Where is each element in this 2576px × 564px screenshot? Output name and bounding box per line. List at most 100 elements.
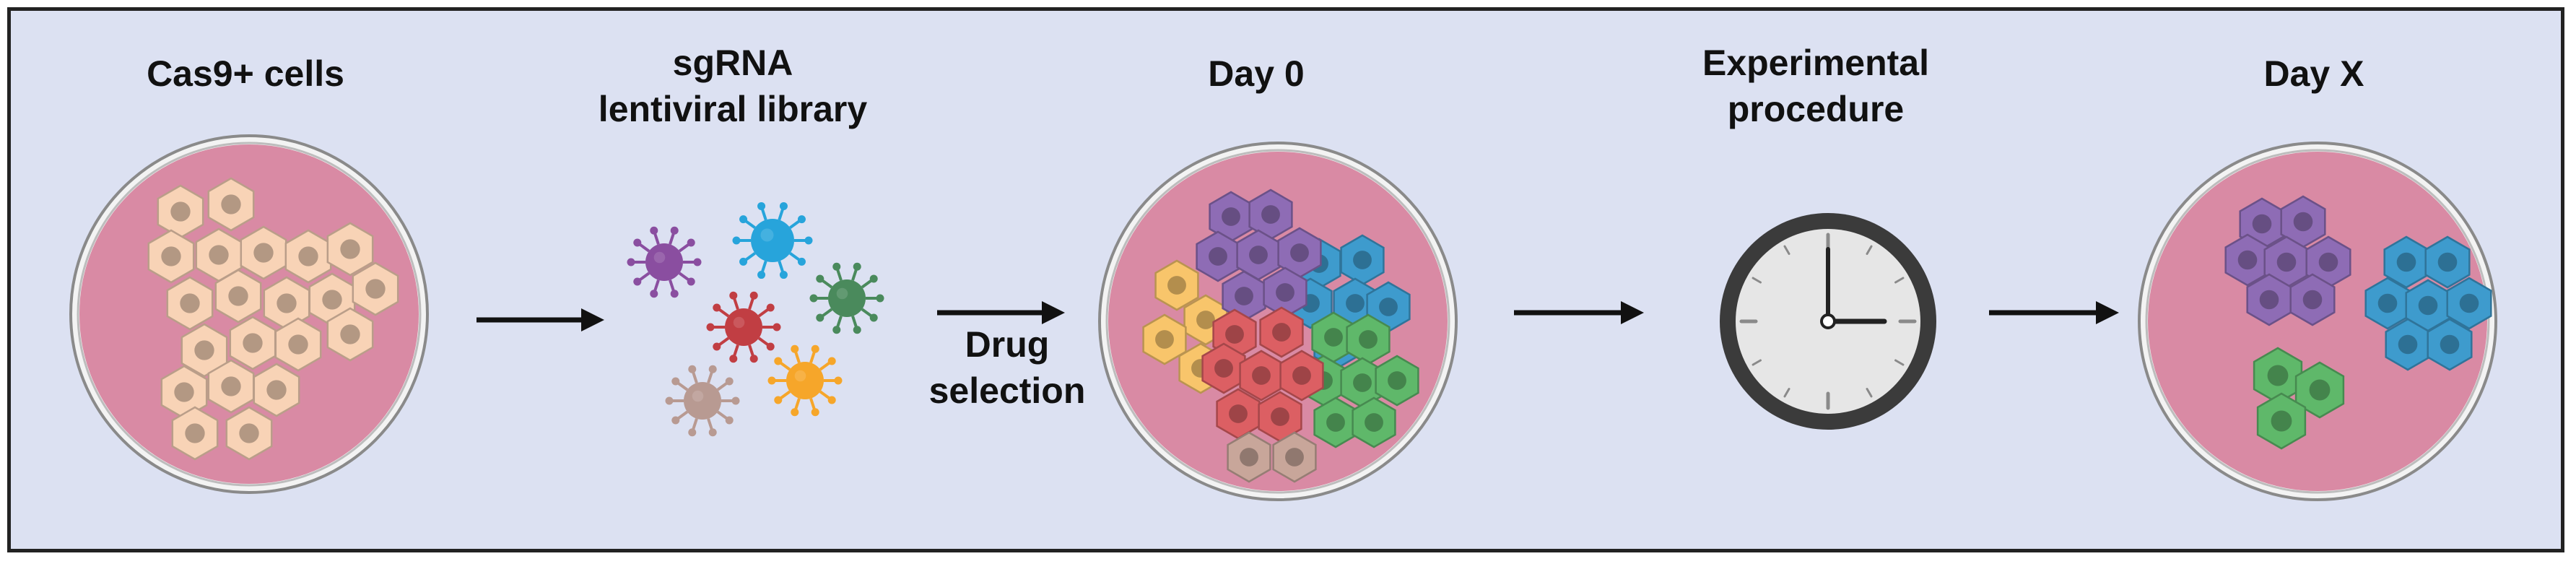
virus-spike-tip — [708, 365, 717, 373]
dayx-cell-purple-nucleus — [2276, 252, 2297, 272]
virus-spike-tip — [757, 271, 766, 279]
dayx-cell-purple-nucleus — [2237, 250, 2258, 270]
dayx-cell-purple-nucleus — [2252, 214, 2272, 234]
virus-capsid — [725, 308, 762, 346]
virus-spike-tip — [725, 416, 734, 425]
cas9-cell-nucleus — [170, 201, 191, 222]
label-sgrna-line2: lentiviral library — [598, 89, 868, 129]
dayx-cell-blue-nucleus — [2398, 334, 2418, 355]
virus-red — [706, 291, 781, 363]
virus-spike-tip — [706, 323, 715, 331]
virus-capsid — [645, 243, 683, 281]
virus-spike-tip — [832, 326, 841, 334]
virus-spike-tip — [739, 257, 748, 266]
virus-spike-tip — [757, 201, 766, 210]
label-day-x: Day X — [2206, 51, 2422, 97]
virus-capsid — [751, 219, 794, 262]
dayx-cell-purple-nucleus — [2302, 290, 2323, 310]
virus-spike-tip — [687, 238, 695, 247]
day0-cell-brown-nucleus — [1285, 448, 1304, 467]
clock-center — [1820, 313, 1836, 329]
day0-cell-yellow-nucleus — [1196, 311, 1215, 329]
dish-inner-rim — [2145, 149, 2490, 494]
virus-highlight — [794, 370, 806, 382]
virus-spike-tip — [827, 357, 836, 365]
virus-spike-tip — [773, 323, 781, 331]
virus-spike-tip — [650, 290, 658, 298]
dayx-cell-blue-nucleus — [2418, 295, 2438, 316]
day0-cell-red-nucleus — [1271, 407, 1289, 426]
label-procedure-line1: Experimental — [1702, 43, 1929, 83]
virus-spike-tip — [853, 326, 861, 334]
day0-cell-green-nucleus — [1359, 330, 1378, 349]
clock-tick — [1894, 277, 1905, 284]
virus-spike-tip — [670, 226, 679, 235]
figure-panel: Cas9+ cells sgRNA lentiviral library Day… — [7, 7, 2564, 552]
day0-cell-yellow-nucleus — [1167, 276, 1186, 295]
virus-spike-tip — [791, 408, 799, 417]
virus-spike-tip — [729, 291, 738, 300]
virus-spike-tip — [797, 215, 806, 224]
label-cas9-cells: Cas9+ cells — [123, 51, 368, 97]
cas9-cell-nucleus — [180, 293, 200, 313]
label-drug-selection: Drug selection — [899, 321, 1115, 414]
day0-cell-purple-nucleus — [1209, 247, 1227, 266]
virus-spike-tip — [779, 271, 788, 279]
virus-spike-tip — [869, 313, 878, 322]
arrow-cas9-to-library-head — [581, 308, 604, 331]
dayx-cell-blue-nucleus — [2377, 293, 2398, 313]
day0-cell-blue-nucleus — [1346, 294, 1365, 313]
virus-spike-tip — [816, 274, 824, 283]
dayx-cell-blue-nucleus — [2459, 293, 2479, 313]
label-cas9-cells-text: Cas9+ cells — [147, 53, 344, 94]
day0-cell-red-nucleus — [1272, 323, 1291, 342]
virus-spike-tip — [732, 236, 741, 245]
day0-cell-green-nucleus — [1365, 413, 1383, 432]
virus-spike-tip — [633, 277, 642, 286]
virus-spike-tip — [766, 342, 775, 351]
virus-spike-tip — [650, 226, 658, 235]
dayx-cell-blue-nucleus — [2437, 252, 2458, 272]
virus-spike-tip — [633, 238, 642, 247]
virus-spike-tip — [749, 355, 758, 363]
virus-spike-tip — [832, 262, 841, 271]
clock-tick — [1866, 388, 1873, 398]
virus-spike-tip — [713, 303, 721, 312]
virus-spike-tip — [739, 215, 748, 224]
day0-cell-blue-nucleus — [1353, 251, 1372, 269]
label-drug-line1: Drug — [965, 324, 1050, 365]
clock-tick — [1783, 245, 1790, 255]
virus-spike-tip — [670, 290, 679, 298]
day0-cell-green-nucleus — [1324, 328, 1343, 347]
cas9-cell-nucleus — [185, 423, 205, 443]
day0-cell-brown-nucleus — [1240, 448, 1258, 467]
day0-cell-red-nucleus — [1225, 325, 1244, 344]
cas9-cell-nucleus — [266, 380, 287, 400]
virus-spike-tip — [627, 258, 635, 266]
cas9-cell-nucleus — [228, 286, 248, 306]
virus-spike-tip — [767, 376, 776, 385]
day0-cell-purple-nucleus — [1235, 287, 1253, 305]
cas9-cell-nucleus — [221, 194, 241, 214]
cas9-cell-nucleus — [288, 334, 308, 355]
virus-spike-tip — [687, 277, 695, 286]
clock-tick — [1752, 277, 1762, 284]
virus-spike-tip — [809, 294, 818, 303]
day0-cell-purple-nucleus — [1249, 246, 1268, 264]
virus-spike-tip — [688, 428, 697, 437]
label-sgrna-library: sgRNA lentiviral library — [581, 40, 884, 132]
label-drug-line2: selection — [928, 370, 1086, 411]
arrow-group — [477, 301, 2119, 331]
label-day-0-text: Day 0 — [1208, 53, 1305, 94]
day0-cell-red-nucleus — [1252, 366, 1271, 385]
virus-spike-tip — [779, 201, 788, 210]
day0-cell-red-nucleus — [1214, 359, 1233, 378]
virus-spike-tip — [671, 377, 680, 386]
day0-cell-purple-nucleus — [1222, 207, 1240, 226]
cas9-cell-nucleus — [194, 340, 214, 360]
virus-spike-tip — [827, 396, 836, 404]
virus-highlight — [760, 228, 774, 242]
virus-highlight — [836, 287, 848, 300]
virus-spike-tip — [749, 291, 758, 300]
virus-spike-tip — [693, 258, 702, 266]
